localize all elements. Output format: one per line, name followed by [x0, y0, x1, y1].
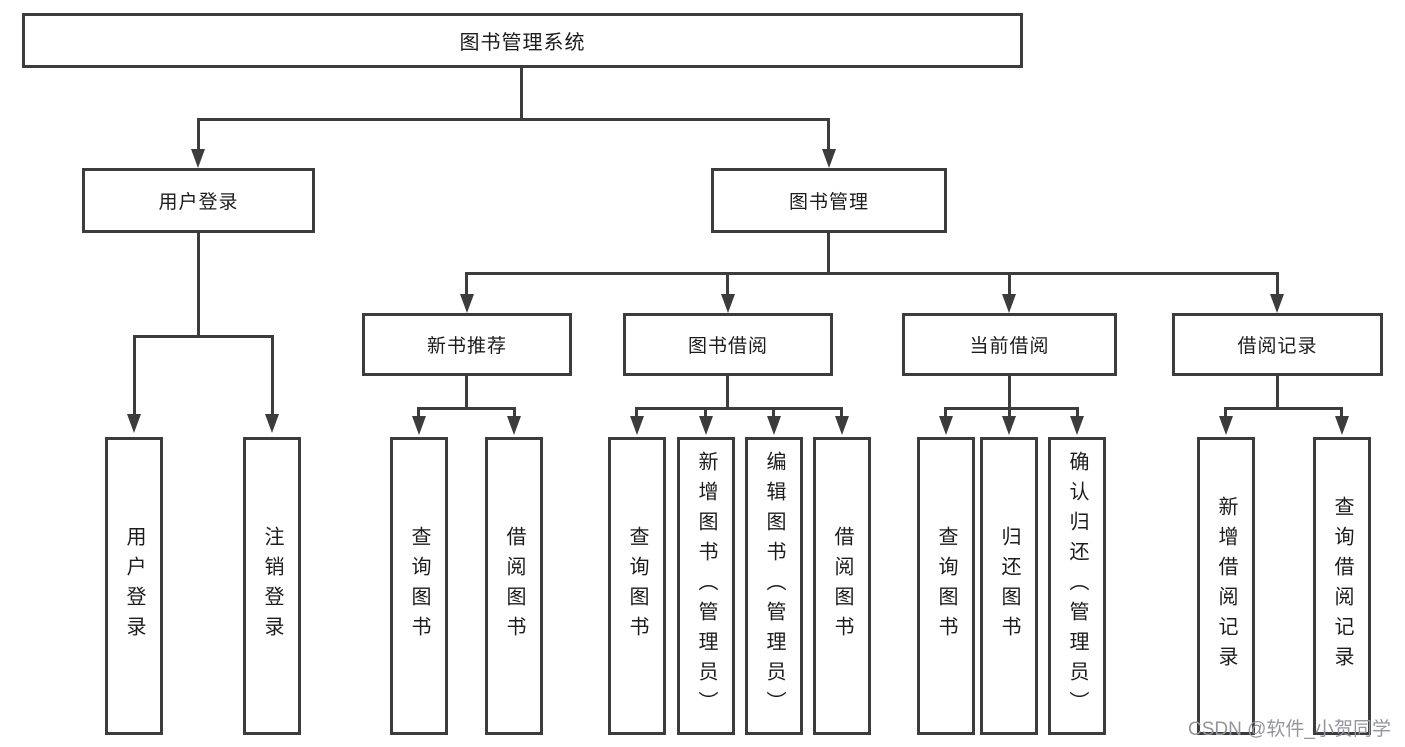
connector-vline — [840, 407, 843, 418]
node-leaf-edit-books-admin: 编辑图书（管理员） — [745, 437, 803, 735]
node-library-system: 图书管理系统 — [22, 13, 1023, 68]
connector-vline — [827, 118, 830, 151]
connector-hline — [636, 407, 842, 410]
arrowhead-down-icon — [127, 414, 141, 433]
arrowhead-down-icon — [1335, 416, 1349, 435]
connector-vline — [465, 272, 468, 296]
arrowhead-down-icon — [721, 294, 735, 313]
connector-vline — [520, 68, 523, 118]
node-user-login: 用户登录 — [82, 168, 315, 233]
arrowhead-down-icon — [1270, 294, 1284, 313]
connector-vline — [417, 407, 420, 418]
node-leaf-borrow-books: 借阅图书 — [485, 437, 543, 735]
connector-vline — [1008, 376, 1011, 407]
connector-vline — [465, 376, 468, 407]
connector-hline — [133, 335, 274, 338]
connector-vline — [513, 407, 516, 418]
node-leaf-query-books-3: 查询图书 — [917, 437, 975, 735]
connector-vline — [1008, 407, 1011, 418]
arrowhead-down-icon — [191, 149, 205, 168]
arrowhead-down-icon — [460, 294, 474, 313]
connector-vline — [1008, 272, 1011, 296]
connector-vline — [1224, 407, 1227, 418]
node-current-borrowing: 当前借阅 — [902, 313, 1117, 376]
connector-vline — [197, 118, 200, 151]
arrowhead-down-icon — [699, 416, 713, 435]
node-leaf-return-books: 归还图书 — [980, 437, 1038, 735]
arrowhead-down-icon — [630, 416, 644, 435]
node-leaf-borrow-books-2: 借阅图书 — [813, 437, 871, 735]
arrowhead-down-icon — [767, 416, 781, 435]
node-leaf-query-books-2: 查询图书 — [608, 437, 666, 735]
connector-vline — [772, 407, 775, 418]
connector-hline — [197, 118, 830, 121]
node-leaf-query-borrow-record: 查询借阅记录 — [1313, 437, 1371, 735]
node-leaf-logout: 注销登录 — [243, 437, 301, 735]
node-borrowing-records: 借阅记录 — [1172, 313, 1383, 376]
arrowhead-down-icon — [939, 416, 953, 435]
connector-vline — [197, 233, 200, 335]
connector-vline — [726, 376, 729, 407]
connector-vline — [1276, 376, 1279, 407]
node-leaf-confirm-return-admin: 确认归还（管理员） — [1048, 437, 1106, 735]
connector-hline — [466, 272, 1278, 275]
connector-hline — [945, 407, 1078, 410]
connector-vline — [635, 407, 638, 418]
node-book-management: 图书管理 — [711, 168, 947, 233]
connector-hline — [418, 407, 515, 410]
node-leaf-add-books-admin: 新增图书（管理员） — [677, 437, 735, 735]
node-book-borrowing: 图书借阅 — [623, 313, 833, 376]
connector-hline — [1225, 407, 1342, 410]
arrowhead-down-icon — [835, 416, 849, 435]
connector-vline — [133, 335, 136, 416]
connector-vline — [726, 272, 729, 296]
connector-vline — [827, 233, 830, 272]
connector-vline — [271, 335, 274, 416]
arrowhead-down-icon — [1002, 416, 1016, 435]
arrowhead-down-icon — [1002, 294, 1016, 313]
connector-vline — [1340, 407, 1343, 418]
node-new-book-recommendation: 新书推荐 — [362, 313, 572, 376]
node-leaf-user-login: 用户登录 — [105, 437, 163, 735]
connector-vline — [1076, 407, 1079, 418]
arrowhead-down-icon — [265, 414, 279, 433]
node-leaf-query-books: 查询图书 — [390, 437, 448, 735]
connector-vline — [704, 407, 707, 418]
node-leaf-add-borrow-record: 新增借阅记录 — [1197, 437, 1255, 735]
arrowhead-down-icon — [822, 149, 836, 168]
connector-vline — [944, 407, 947, 418]
watermark-text: CSDN @软件_小贺同学 — [1188, 719, 1391, 740]
arrowhead-down-icon — [1219, 416, 1233, 435]
arrowhead-down-icon — [507, 416, 521, 435]
arrowhead-down-icon — [1070, 416, 1084, 435]
connector-vline — [1276, 272, 1279, 296]
arrowhead-down-icon — [412, 416, 426, 435]
